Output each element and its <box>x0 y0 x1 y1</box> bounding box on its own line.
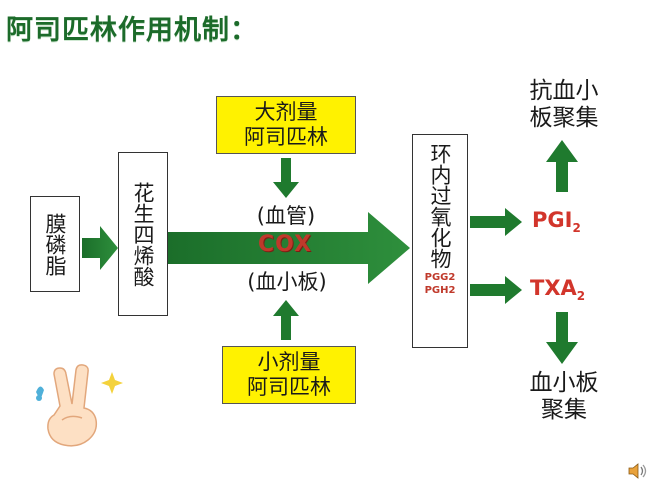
page-title: 阿司匹林作用机制： <box>6 15 258 46</box>
arrow-high-dose-down <box>273 158 299 198</box>
node-endoperoxide: 环内过氧化物 PGG2 PGH2 <box>412 134 468 348</box>
node-low-dose-aspirin: 小剂量 阿司匹林 <box>222 346 356 404</box>
label-vessel: (血管) <box>256 204 316 228</box>
arrow-low-dose-up <box>273 300 299 340</box>
label-platelet: (血小板) <box>247 270 327 294</box>
victory-hand-icon <box>28 362 128 452</box>
arrow-membrane-to-aa <box>82 226 118 270</box>
node-txa2: TXA2 <box>530 276 586 304</box>
node-pgi2: PGI2 <box>532 208 581 236</box>
outcome-anti-platelet-aggregation: 抗血小 板聚集 <box>529 78 599 131</box>
arrow-to-pgi2 <box>470 208 522 236</box>
arrow-pgi2-up <box>546 140 578 192</box>
speaker-icon[interactable] <box>628 462 648 480</box>
arrow-to-txa2 <box>470 276 522 304</box>
arrow-main-cox <box>168 212 410 284</box>
label-cox: COX <box>258 232 313 257</box>
node-membrane-phospholipid: 膜磷脂 <box>30 196 80 292</box>
outcome-platelet-aggregation: 血小板 聚集 <box>529 370 599 423</box>
arrow-txa2-down <box>546 312 578 364</box>
node-high-dose-aspirin: 大剂量 阿司匹林 <box>216 96 356 154</box>
label-pgh2: PGH2 <box>424 285 456 296</box>
label-pgg2: PGG2 <box>424 272 456 283</box>
node-arachidonic-acid: 花生四烯酸 <box>118 152 168 316</box>
